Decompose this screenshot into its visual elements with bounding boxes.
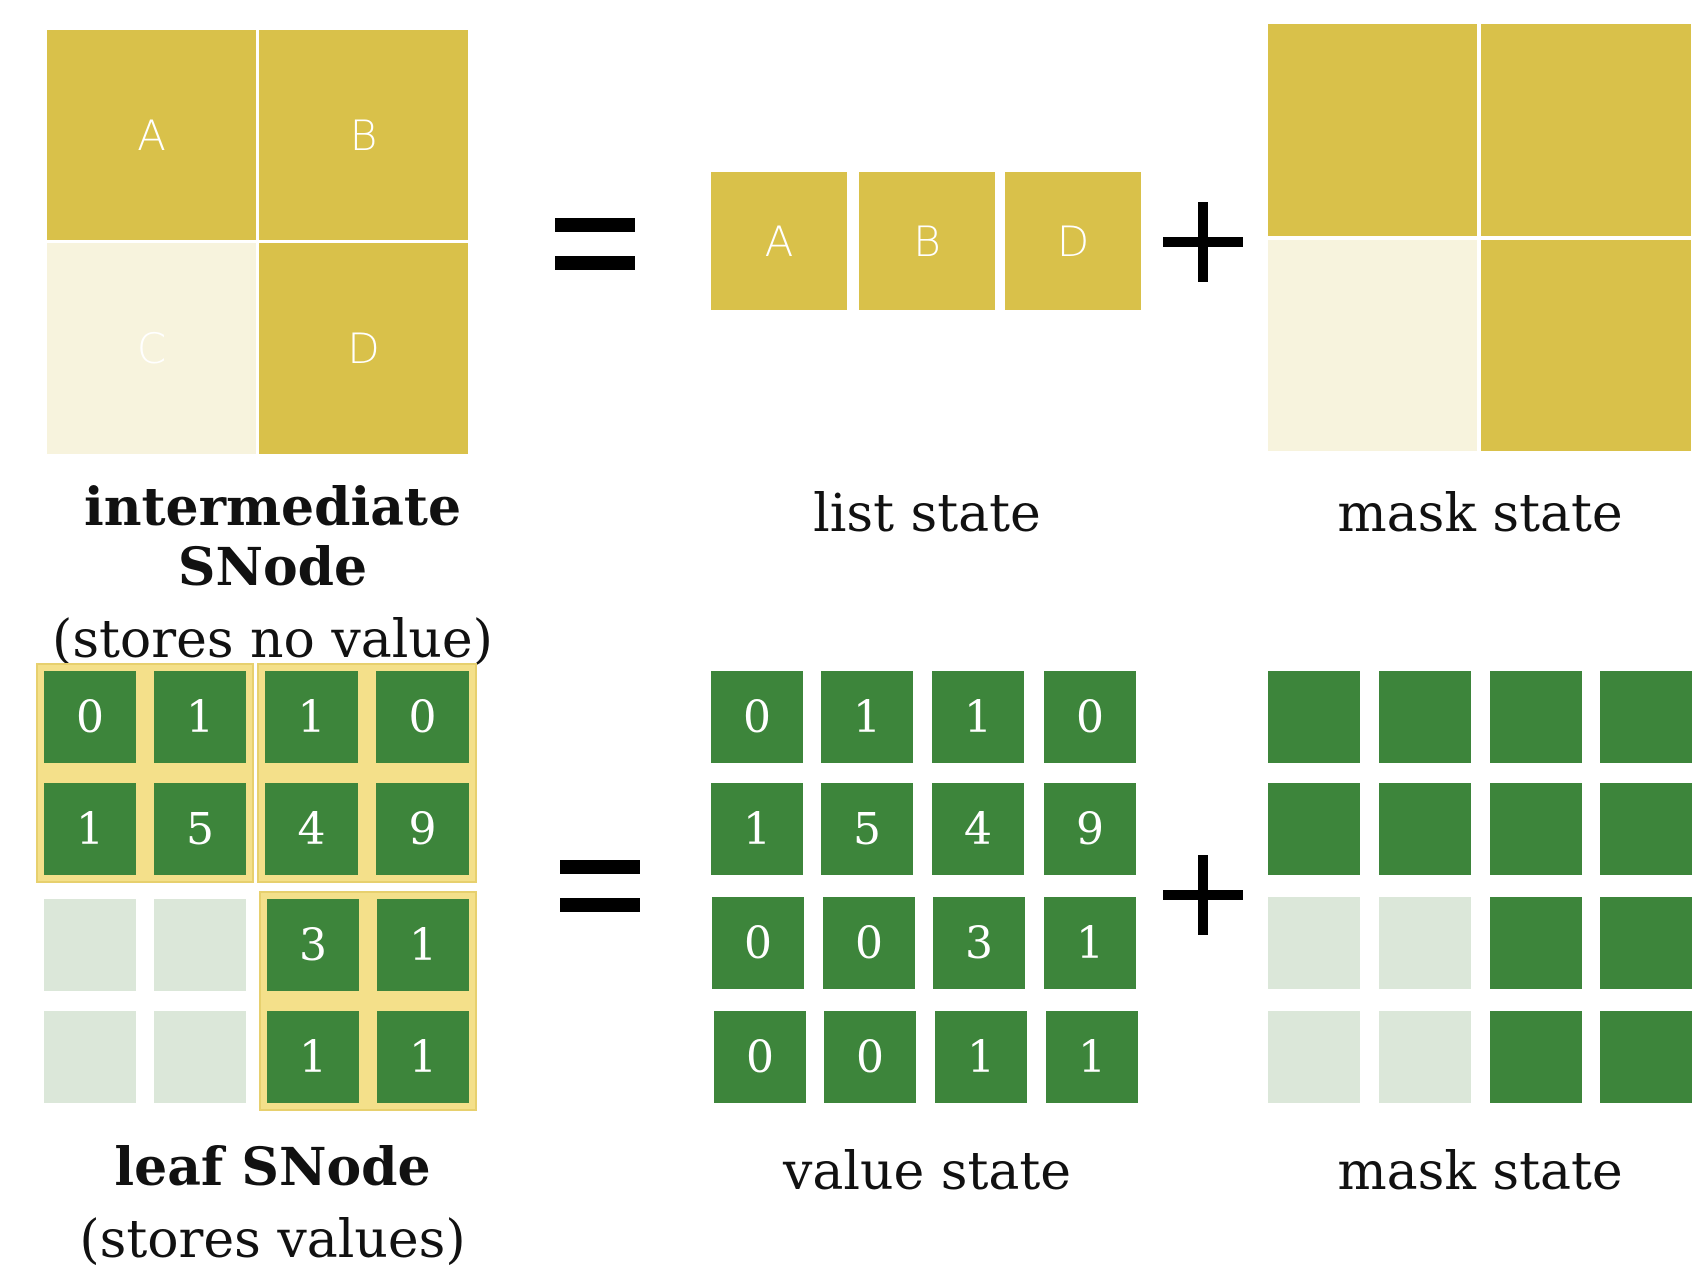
intermediate-cell-d: D — [259, 243, 468, 454]
list-item-d: D — [1005, 172, 1141, 310]
leaf-cell: 5 — [154, 783, 246, 875]
value-cell: 5 — [821, 783, 913, 875]
value-cell: 0 — [1044, 671, 1136, 763]
mask-cell — [1600, 671, 1692, 763]
mask-top-cell-3 — [1481, 240, 1691, 451]
mask-cell-inactive — [1379, 897, 1471, 989]
leaf-snode-caption: leaf SNode (stores values) — [0, 1137, 545, 1271]
leaf-cell: 9 — [376, 783, 469, 875]
mask-cell-inactive — [1379, 1011, 1471, 1103]
leaf-cell: 1 — [44, 783, 136, 875]
equals-sign-top — [555, 218, 635, 270]
value-cell: 4 — [932, 783, 1024, 875]
mask-state-bottom-caption: mask state — [1337, 1142, 1623, 1202]
leaf-cell: 0 — [376, 671, 469, 763]
leaf-cell-inactive — [44, 1011, 136, 1103]
mask-cell — [1490, 671, 1582, 763]
leaf-cell-inactive — [154, 1011, 246, 1103]
value-cell: 1 — [932, 671, 1024, 763]
mask-top-cell-1 — [1481, 24, 1691, 236]
intermediate-snode-subtitle: (stores no value) — [52, 610, 493, 670]
leaf-snode-title: leaf SNode — [114, 1137, 431, 1198]
leaf-cell: 1 — [265, 671, 358, 763]
leaf-cell: 1 — [377, 899, 469, 991]
value-cell: 0 — [823, 897, 915, 989]
mask-cell — [1600, 1011, 1692, 1103]
leaf-snode-subtitle: (stores values) — [79, 1210, 466, 1270]
mask-cell — [1600, 897, 1692, 989]
leaf-cell: 1 — [267, 1011, 359, 1103]
value-cell: 9 — [1044, 783, 1136, 875]
value-cell: 1 — [1044, 897, 1136, 989]
intermediate-snode-title: intermediate SNode — [83, 477, 462, 598]
leaf-cell: 4 — [265, 783, 358, 875]
value-cell: 0 — [711, 671, 803, 763]
mask-top-cell-0 — [1268, 24, 1477, 236]
mask-top-cell-2 — [1268, 240, 1477, 451]
plus-sign-top — [1163, 202, 1243, 282]
value-cell: 0 — [824, 1011, 916, 1103]
value-cell: 1 — [711, 783, 803, 875]
mask-cell — [1379, 671, 1471, 763]
list-item-b: B — [859, 172, 995, 310]
list-state-caption: list state — [813, 484, 1041, 544]
leaf-cell-inactive — [154, 899, 246, 991]
value-cell: 1 — [935, 1011, 1027, 1103]
value-cell: 0 — [714, 1011, 806, 1103]
value-cell: 1 — [821, 671, 913, 763]
intermediate-snode-caption: intermediate SNode (stores no value) — [0, 477, 545, 671]
value-cell: 0 — [712, 897, 804, 989]
plus-sign-bottom — [1163, 855, 1243, 935]
mask-cell — [1268, 671, 1360, 763]
value-state-caption: value state — [782, 1142, 1072, 1202]
mask-state-top-caption: mask state — [1337, 484, 1623, 544]
mask-cell — [1490, 783, 1582, 875]
mask-cell — [1490, 897, 1582, 989]
mask-cell-inactive — [1268, 1011, 1360, 1103]
value-cell: 3 — [933, 897, 1025, 989]
intermediate-cell-b: B — [259, 30, 468, 240]
list-item-a: A — [711, 172, 847, 310]
leaf-cell: 0 — [44, 671, 136, 763]
leaf-cell: 3 — [267, 899, 359, 991]
mask-cell — [1600, 783, 1692, 875]
equals-sign-bottom — [560, 860, 640, 912]
value-cell: 1 — [1046, 1011, 1138, 1103]
mask-cell — [1490, 1011, 1582, 1103]
leaf-cell: 1 — [154, 671, 246, 763]
leaf-cell-inactive — [44, 899, 136, 991]
mask-cell — [1379, 783, 1471, 875]
mask-cell — [1268, 783, 1360, 875]
leaf-cell: 1 — [377, 1011, 469, 1103]
intermediate-cell-a: A — [47, 30, 256, 240]
intermediate-cell-c: C — [47, 243, 256, 454]
mask-cell-inactive — [1268, 897, 1360, 989]
